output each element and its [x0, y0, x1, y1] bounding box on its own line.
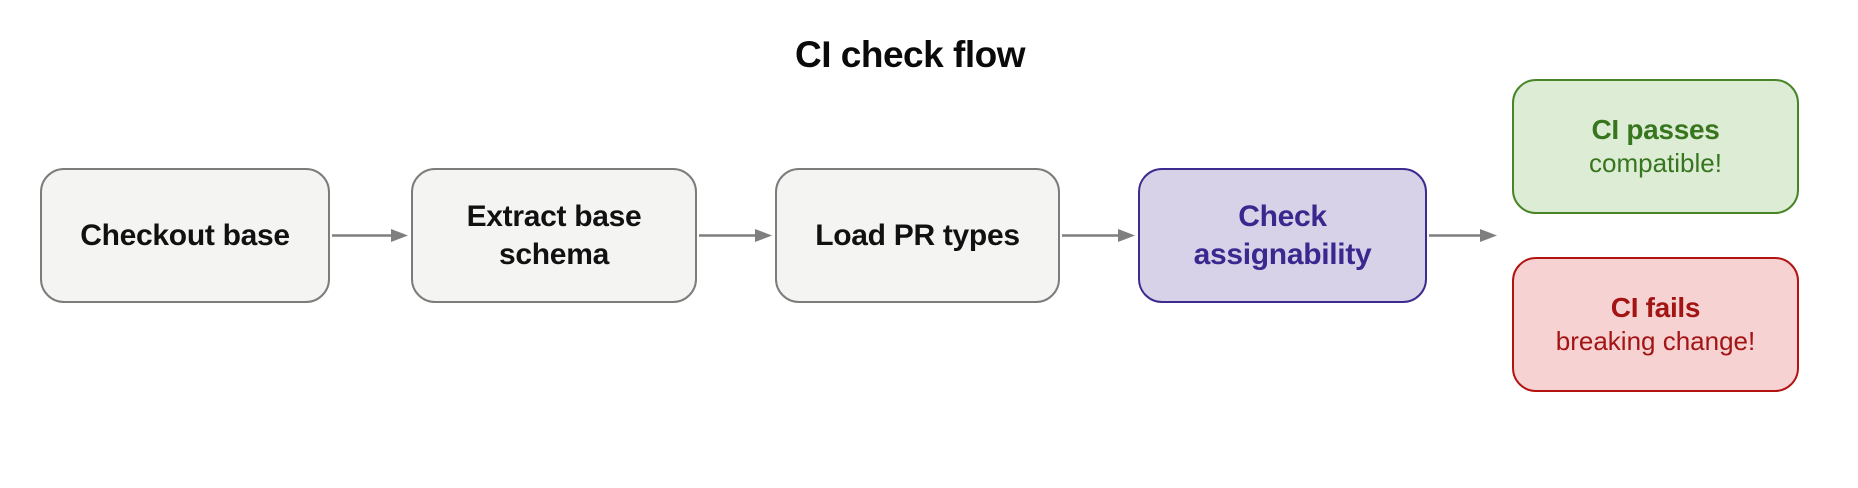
- node-load-pr-types: Load PR types: [775, 168, 1060, 303]
- node-ci-fails: CI fails breaking change!: [1512, 257, 1799, 392]
- node-label: CI passes: [1591, 114, 1720, 146]
- node-checkout-base: Checkout base: [40, 168, 330, 303]
- diagram-title: CI check flow: [795, 34, 1025, 75]
- node-label: Load PR types: [815, 218, 1020, 252]
- node-label: Check assignability: [1193, 200, 1372, 271]
- node-label: Extract base schema: [466, 200, 642, 271]
- node-label: Checkout base: [80, 218, 290, 252]
- arrow-extract-to-load: [699, 229, 772, 242]
- node-check-assignability: Check assignability: [1138, 168, 1427, 303]
- node-sublabel: compatible!: [1589, 148, 1722, 179]
- node-ci-passes: CI passes compatible!: [1512, 79, 1799, 214]
- arrow-check-to-outcomes: [1429, 229, 1497, 242]
- arrow-checkout-to-extract: [332, 229, 408, 242]
- node-extract-base-schema: Extract base schema: [411, 168, 697, 303]
- node-label: CI fails: [1610, 292, 1701, 324]
- node-sublabel: breaking change!: [1555, 326, 1756, 357]
- arrow-load-to-check: [1062, 229, 1135, 242]
